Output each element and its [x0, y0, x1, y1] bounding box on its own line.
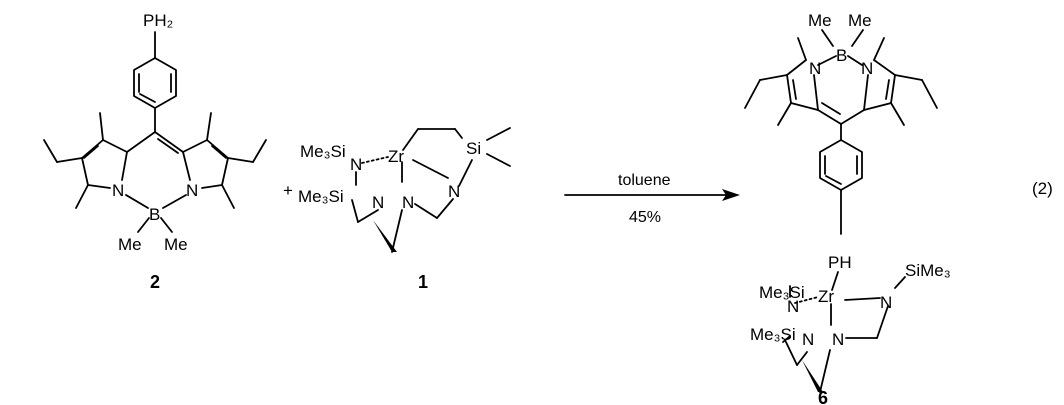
nitrogen-label: N: [372, 193, 384, 212]
reaction-arrow: [564, 189, 740, 201]
reagent-label: toluene: [618, 172, 671, 189]
nitrogen-label: N: [186, 181, 198, 200]
equation-number: (2): [1032, 179, 1053, 198]
nitrogen-label: N: [112, 181, 124, 200]
ph2-label: PH₂: [143, 11, 173, 30]
nitrogen-label: N: [880, 293, 892, 312]
boron-label: B: [149, 205, 160, 224]
nitrogen-label: N: [832, 330, 844, 349]
compound-number: 6: [818, 388, 828, 405]
zirconium-label: Zr: [388, 147, 404, 166]
compound-1-structure: [351, 127, 511, 253]
compound-number: 2: [150, 272, 160, 292]
phosphido-label: PH: [828, 253, 852, 272]
nitrogen-label: N: [350, 155, 362, 174]
nitrogen-label: N: [809, 59, 821, 78]
methyl-label: Me: [848, 11, 872, 30]
methyl-label: Me: [808, 11, 832, 30]
nitrogen-label: N: [448, 182, 460, 201]
nitrogen-label: N: [861, 59, 873, 78]
trimethylsilyl-label: Me₃Si: [750, 325, 796, 344]
boron-label: B: [836, 46, 847, 65]
silicon-label: Si: [466, 139, 481, 158]
zirconium-label: Zr: [818, 287, 834, 306]
compound-6-structure: [744, 29, 938, 393]
compound-2-structure: [43, 31, 267, 233]
methyl-label: Me: [164, 235, 188, 254]
nitrogen-label: N: [787, 297, 799, 316]
plus-sign: +: [283, 181, 293, 200]
trimethylsilyl-label: Me₃Si: [298, 187, 344, 206]
nitrogen-label: N: [402, 193, 414, 212]
methyl-label: Me: [118, 235, 142, 254]
compound-number: 1: [418, 272, 428, 292]
trimethylsilyl-label: Me₃Si: [300, 142, 346, 161]
nitrogen-label: N: [802, 330, 814, 349]
trimethylsilyl-label: SiMe₃: [905, 261, 951, 280]
trimethylsilyl-label: Me₃Si: [759, 283, 805, 302]
yield-label: 45%: [629, 209, 661, 226]
